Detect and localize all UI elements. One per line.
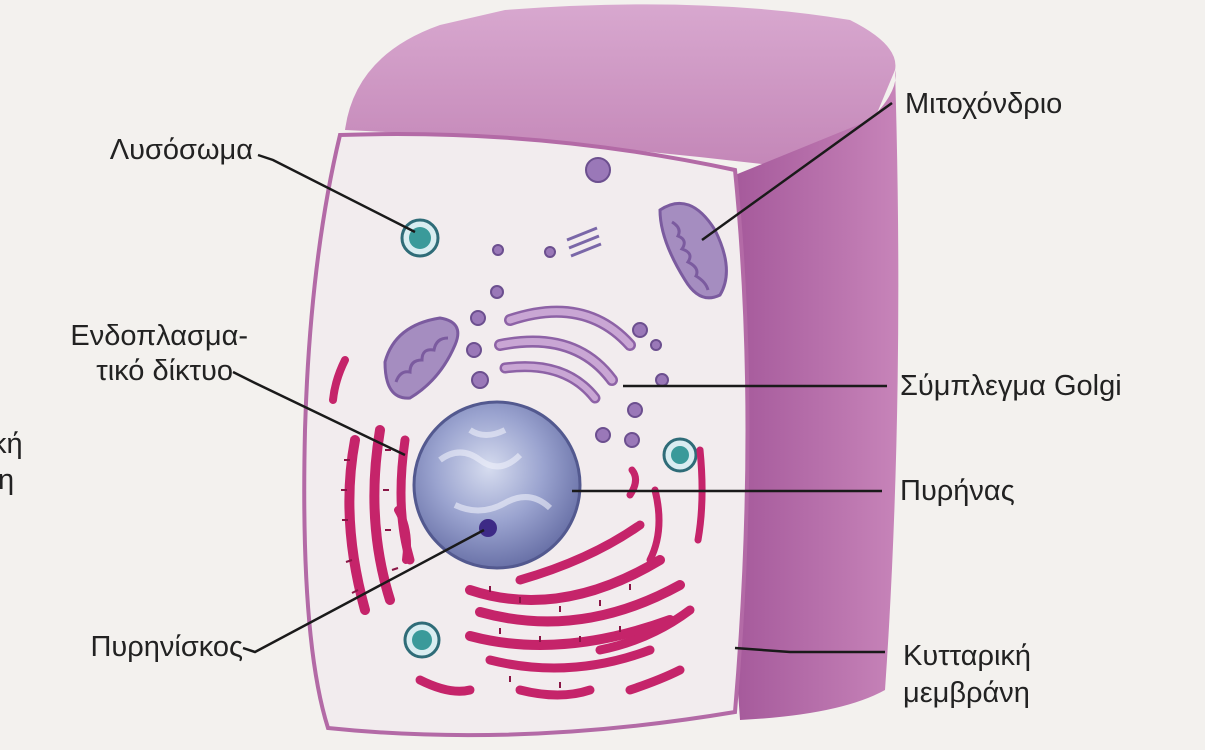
label-er-line1: Ενδοπλασμα-: [70, 320, 248, 353]
nucleolus: [479, 519, 497, 537]
label-nucleolus: Πυρηνίσκος: [90, 631, 243, 664]
label-edge-fragment-line1: κή: [0, 428, 23, 461]
lysosome-top: [402, 220, 438, 256]
cell-membrane-side-face: [729, 70, 899, 720]
label-mitochondrion: Μιτοχόνδριο: [905, 88, 1062, 121]
label-edge-fragment-line2: η: [0, 464, 14, 497]
label-membrane-line1: Κυτταρική: [903, 640, 1031, 673]
nucleus: [414, 402, 580, 568]
label-membrane-line2: μεμβράνη: [903, 677, 1030, 710]
lysosome-bottom: [405, 623, 439, 657]
label-lysosome: Λυσόσωμα: [110, 134, 253, 167]
label-nucleus: Πυρήνας: [900, 475, 1015, 508]
label-er-line2: τικό δίκτυο: [96, 355, 233, 388]
lysosome-right: [664, 439, 696, 471]
label-golgi: Σύμπλεγμα Golgi: [900, 370, 1122, 403]
